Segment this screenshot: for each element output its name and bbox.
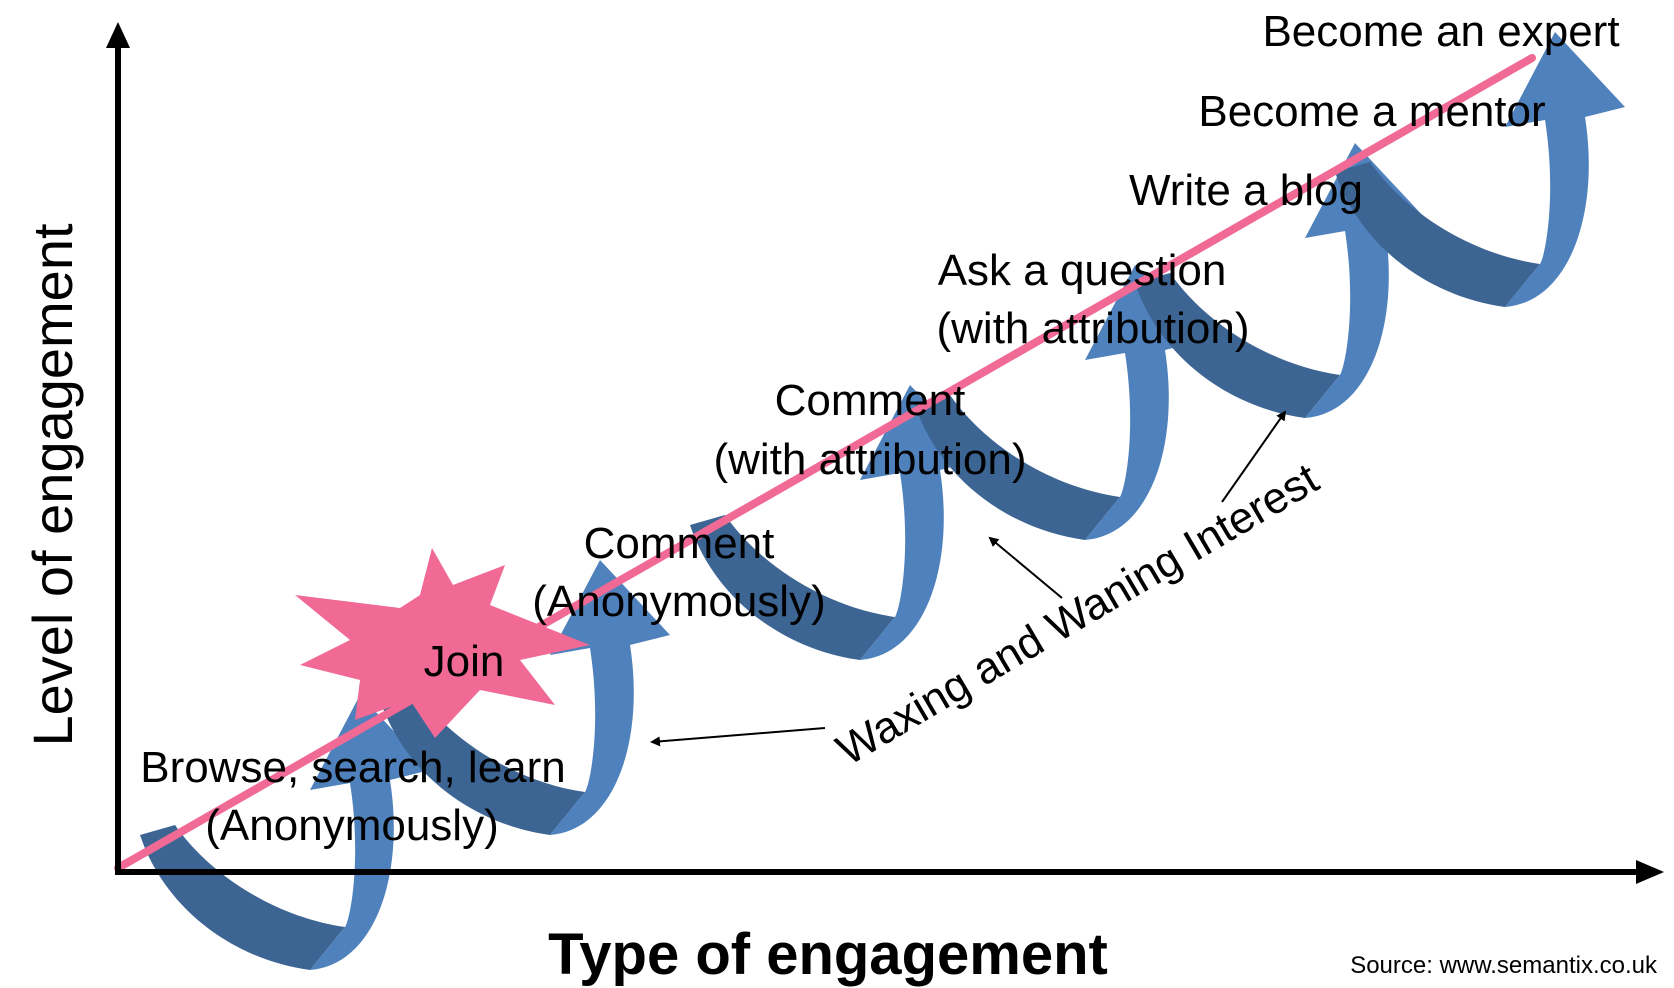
pointer-arrow-icon [1221,410,1287,503]
step-label: Write a blog [1129,166,1363,215]
step-label: Become an expert [1262,7,1619,56]
x-axis-arrowhead-icon [1636,860,1664,884]
spiral-arrow-icon [310,695,430,970]
pointer-arrows [650,410,1287,747]
step-labels: Browse, search, learn (Anonymously) Join… [140,7,1619,850]
y-axis-title: Level of engagement [21,223,84,747]
step-label: Comment [584,519,775,568]
step-label: (Anonymously) [532,577,825,626]
spiral-arrow-icon [1135,273,1340,418]
step-label: (Anonymously) [205,801,498,850]
pointer-arrow-icon [650,727,826,747]
source-credit: Source: www.semantix.co.uk [1350,952,1658,979]
starburst-icon [295,548,590,738]
x-axis-title: Type of engagement [548,922,1108,987]
step-label: (with attribution) [936,304,1249,353]
spiral-arrow-icon [915,395,1120,540]
pointer-arrow-icon [988,536,1063,599]
y-axis-arrowhead-icon [106,22,130,48]
step-label: (with attribution) [713,435,1026,484]
step-label: Browse, search, learn [140,743,566,792]
step-label: Become a mentor [1198,87,1545,136]
spiral-arrow-icon [1335,162,1540,307]
spiral-arrow-icon [690,515,895,660]
spiral-arrow-icon [140,825,345,970]
step-label: Ask a question [938,246,1227,295]
step-label: Comment [775,376,966,425]
axes [106,22,1664,884]
spiral-arrow-icon [550,560,670,835]
trend-line [114,54,1536,872]
step-label: Join [424,637,505,686]
spiral-arrow-icon [1505,32,1625,307]
spiral-arrows [140,32,1625,970]
